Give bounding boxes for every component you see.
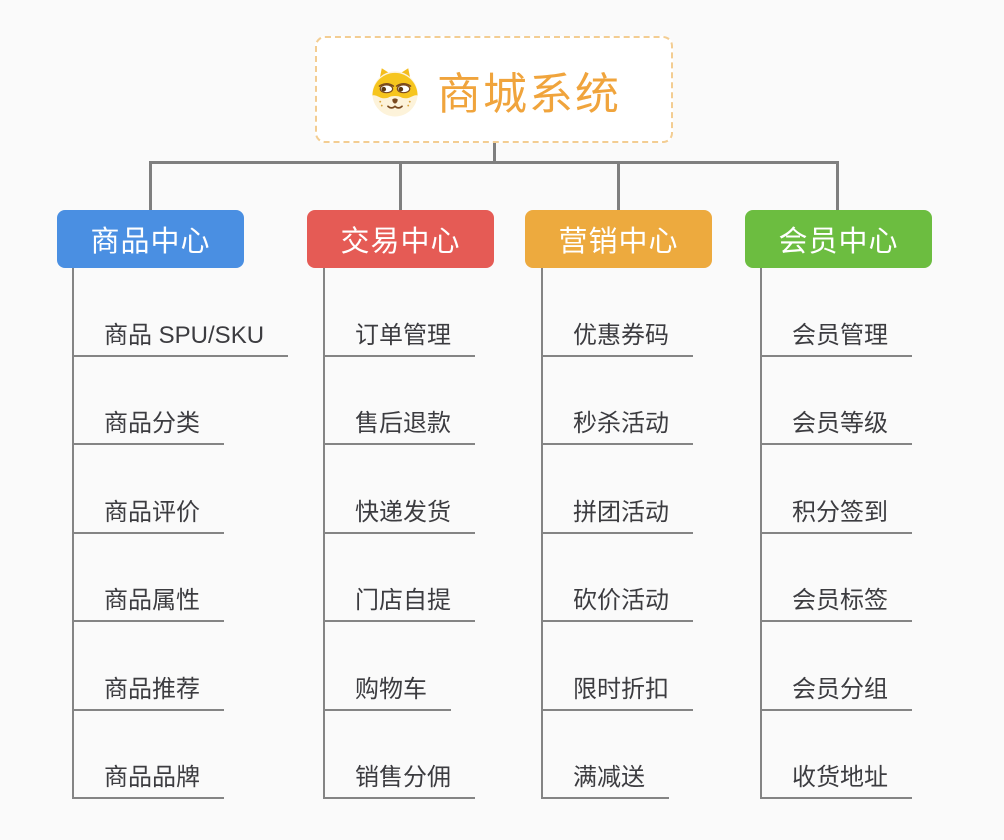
child-node[interactable]: 积分签到 <box>762 445 912 534</box>
child-node[interactable]: 商品品牌 <box>74 711 224 799</box>
child-node[interactable]: 购物车 <box>325 622 451 711</box>
child-node[interactable]: 销售分佣 <box>325 711 475 799</box>
root-node[interactable]: 商城系统 <box>315 36 673 143</box>
child-node[interactable]: 商品 SPU/SKU <box>74 268 289 357</box>
branch-label[interactable]: 交易中心 <box>307 210 494 268</box>
child-node[interactable]: 售后退款 <box>325 357 475 445</box>
branch-drop-connector <box>836 161 839 210</box>
child-node[interactable]: 会员等级 <box>762 357 912 445</box>
child-node[interactable]: 秒杀活动 <box>543 357 693 445</box>
child-node[interactable]: 商品属性 <box>74 534 224 622</box>
branch-children: 会员管理会员等级积分签到会员标签会员分组收货地址 <box>760 268 912 799</box>
branch-drop-connector <box>617 161 620 210</box>
child-node[interactable]: 会员标签 <box>762 534 912 622</box>
dog-face-icon <box>372 67 418 116</box>
branch-children: 订单管理售后退款快递发货门店自提购物车销售分佣 <box>323 268 475 799</box>
branch-drop-connector <box>149 161 152 210</box>
child-node[interactable]: 商品分类 <box>74 357 224 445</box>
child-node[interactable]: 优惠券码 <box>543 268 693 357</box>
child-node[interactable]: 满减送 <box>543 711 669 799</box>
branch-label[interactable]: 会员中心 <box>745 210 932 268</box>
root-title: 商城系统 <box>437 69 621 119</box>
child-node[interactable]: 商品评价 <box>74 445 224 534</box>
branch-drop-connector <box>399 161 402 210</box>
root-stub-connector <box>493 143 496 163</box>
child-node[interactable]: 订单管理 <box>325 268 475 357</box>
child-node[interactable]: 会员管理 <box>762 268 912 357</box>
child-node[interactable]: 会员分组 <box>762 622 912 711</box>
child-node[interactable]: 门店自提 <box>325 534 475 622</box>
horizontal-connector <box>149 161 839 164</box>
branch-label[interactable]: 营销中心 <box>525 210 712 268</box>
branch-children: 优惠券码秒杀活动拼团活动砍价活动限时折扣满减送 <box>541 268 693 799</box>
child-node[interactable]: 快递发货 <box>325 445 475 534</box>
child-node[interactable]: 限时折扣 <box>543 622 693 711</box>
child-node[interactable]: 收货地址 <box>762 711 912 799</box>
child-node[interactable]: 拼团活动 <box>543 445 693 534</box>
child-node[interactable]: 商品推荐 <box>74 622 224 711</box>
branch-label[interactable]: 商品中心 <box>57 210 244 268</box>
child-node[interactable]: 砍价活动 <box>543 534 693 622</box>
